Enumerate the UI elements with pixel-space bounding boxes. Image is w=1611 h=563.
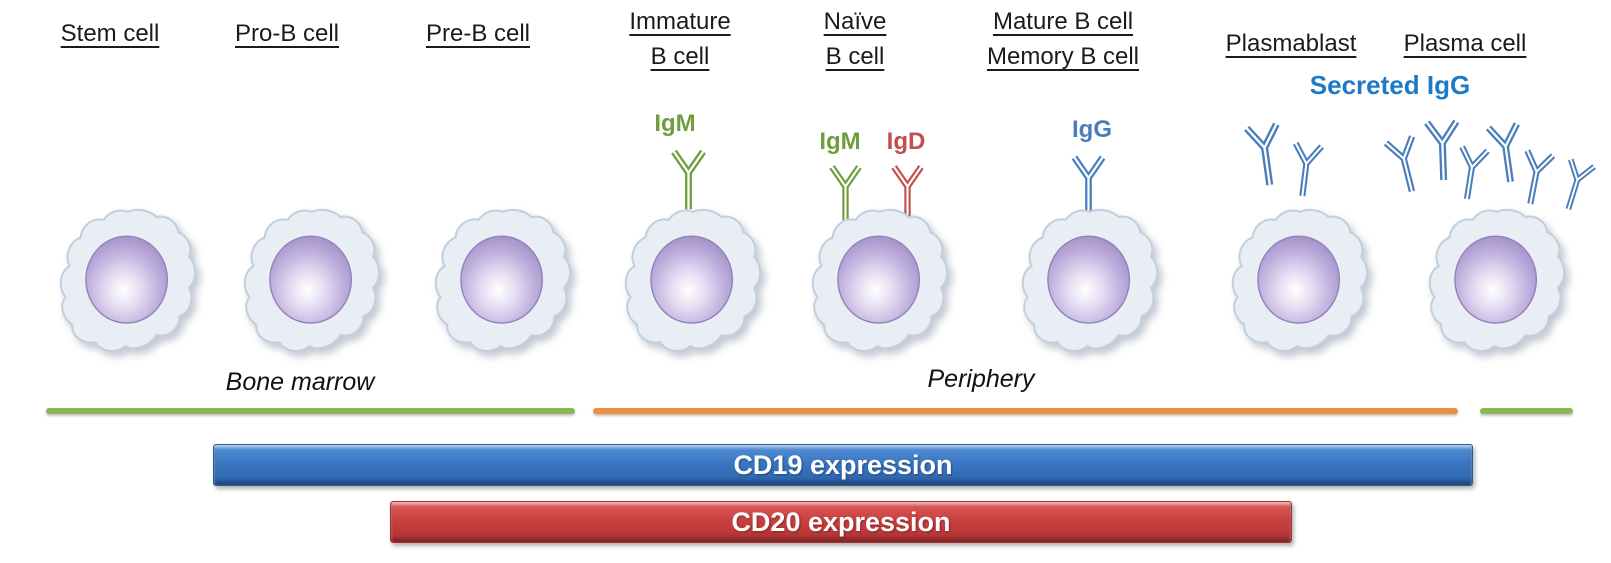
stage-label-pro-b-cell: Pro-B cell bbox=[235, 16, 339, 51]
stage-label-line: Naïve bbox=[823, 8, 887, 35]
cell-pre-b bbox=[433, 205, 573, 357]
stage-label-immature-b-cell: Immature B cell bbox=[629, 4, 730, 74]
cd19-expression-bar: CD19 expression bbox=[213, 444, 1473, 486]
stage-label-line: Pre-B cell bbox=[425, 20, 531, 47]
stage-label-line: Plasma cell bbox=[1403, 30, 1527, 57]
stage-label-stem-cell: Stem cell bbox=[61, 16, 160, 51]
cell-plasma bbox=[1427, 205, 1567, 357]
stage-label-line: Stem cell bbox=[60, 20, 160, 47]
stage-label-line: Plasmablast bbox=[1225, 30, 1357, 57]
stage-label-line: Mature B cell bbox=[992, 8, 1134, 35]
igg-label-mature: IgG bbox=[1072, 116, 1112, 143]
cd20-expression-bar: CD20 expression bbox=[390, 501, 1292, 543]
secreted-igg-icon bbox=[1280, 134, 1331, 200]
cell-stem-cell bbox=[58, 205, 198, 357]
cell-naive-b bbox=[810, 205, 950, 357]
cell-mature-memory-b bbox=[1020, 205, 1160, 357]
stage-label-line: Pro-B cell bbox=[234, 20, 340, 47]
igd-label-naive: IgD bbox=[886, 128, 926, 155]
stage-label-mature-memory-b-cell: Mature B cell Memory B cell bbox=[987, 4, 1139, 74]
stage-label-plasmablast: Plasmablast bbox=[1226, 26, 1357, 61]
stage-label-line: B cell bbox=[825, 43, 885, 70]
stage-label-line: Immature bbox=[629, 8, 731, 35]
stage-label-line: Memory B cell bbox=[986, 43, 1140, 70]
secreted-igg-label: Secreted IgG bbox=[1309, 70, 1471, 100]
igm-label-naive: IgM bbox=[819, 128, 861, 155]
periphery-line bbox=[593, 408, 1458, 414]
stage-label-line: B cell bbox=[650, 43, 710, 70]
cell-pro-b bbox=[242, 205, 382, 357]
periphery-label: Periphery bbox=[927, 365, 1035, 393]
igm-label-immature: IgM bbox=[654, 110, 696, 137]
bone-marrow-return-line bbox=[1480, 408, 1573, 414]
stage-label-plasma-cell: Plasma cell bbox=[1404, 26, 1527, 61]
cell-plasmablast bbox=[1230, 205, 1370, 357]
cd19-expression-label: CD19 expression bbox=[733, 449, 953, 480]
igm-antibody-icon bbox=[664, 142, 713, 210]
stage-label-pre-b-cell: Pre-B cell bbox=[426, 16, 530, 51]
stage-label-naive-b-cell: Naïve B cell bbox=[824, 4, 887, 74]
cell-immature-b bbox=[623, 205, 763, 357]
bone-marrow-label: Bone marrow bbox=[225, 368, 375, 396]
cd20-expression-label: CD20 expression bbox=[731, 506, 951, 537]
bone-marrow-line bbox=[46, 408, 575, 414]
